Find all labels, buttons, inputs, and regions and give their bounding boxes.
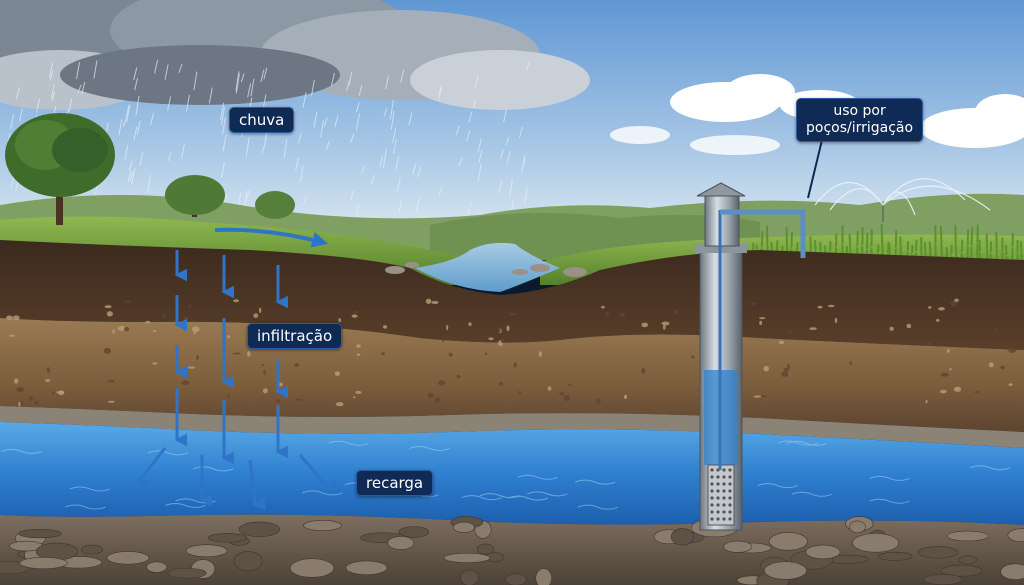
label-infiltracao: infiltração (247, 323, 342, 349)
label-recarga: recarga (356, 470, 433, 496)
label-chuva: chuva (229, 107, 294, 133)
label-uso-pocos-irrigacao: uso por poços/irrigação (796, 98, 923, 142)
